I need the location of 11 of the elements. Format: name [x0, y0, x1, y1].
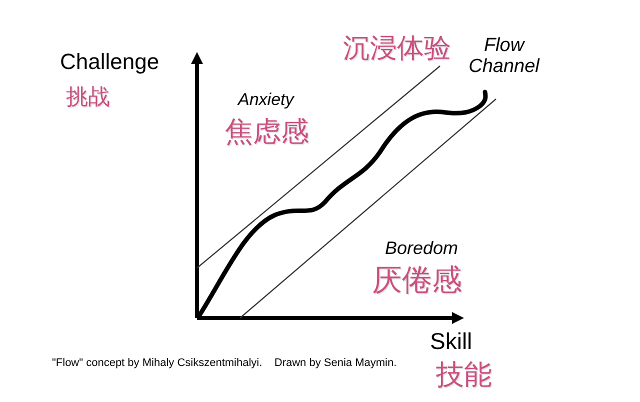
- axis-label: 挑战: [66, 86, 110, 110]
- region-label: 沉浸体验: [343, 34, 451, 64]
- region-label: 焦虑感: [225, 117, 309, 148]
- region-label: Flow Channel: [468, 36, 541, 78]
- region-label: 厌倦感: [372, 264, 462, 297]
- axis-label: 技能: [436, 360, 492, 391]
- axis-label: Skill: [430, 329, 472, 354]
- region-label: Anxiety: [238, 91, 294, 110]
- caption: "Flow" concept by Mihaly Csikszentmihalyi. Drawn by Senia Maymin.: [52, 357, 397, 370]
- region-label: Boredom: [385, 239, 458, 259]
- axis-label: Challenge: [60, 50, 160, 74]
